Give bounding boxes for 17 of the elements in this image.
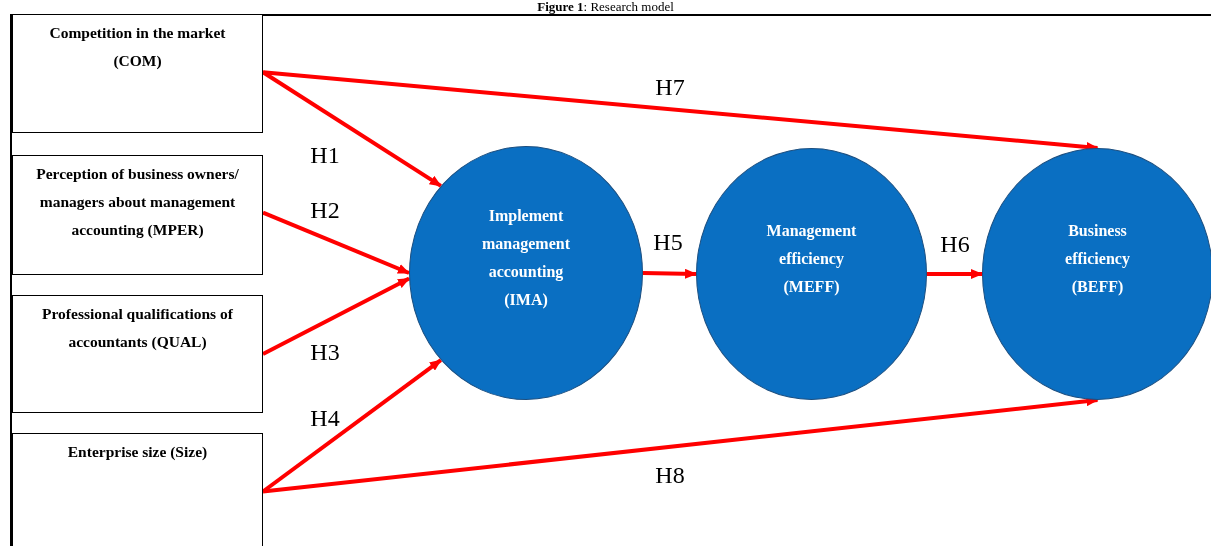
variable-box [12, 14, 263, 133]
node-label: Business efficiency (BEFF) [1064, 221, 1131, 298]
node-label: Management efficiency (MEFF) [765, 221, 858, 297]
arrow [927, 269, 983, 279]
arrow [262, 70, 1099, 152]
node-label: Professional qualifications of accountants (QUAL) [41, 304, 234, 352]
figure-title: Figure 1: Research model [536, 0, 675, 14]
node-label: Enterprise size (Size) [67, 442, 208, 462]
variable-box [12, 295, 263, 413]
node-label: Implement management accounting (IMA) [481, 206, 571, 311]
arrow [642, 268, 697, 279]
variable-box [12, 433, 263, 546]
variable-box [12, 155, 263, 275]
node-label: Competition in the market (COM) [48, 23, 227, 71]
arrow [262, 276, 411, 356]
arrow [262, 210, 410, 275]
node-label: Perception of business owners/ managers about management accounting (MPER) [35, 164, 240, 240]
